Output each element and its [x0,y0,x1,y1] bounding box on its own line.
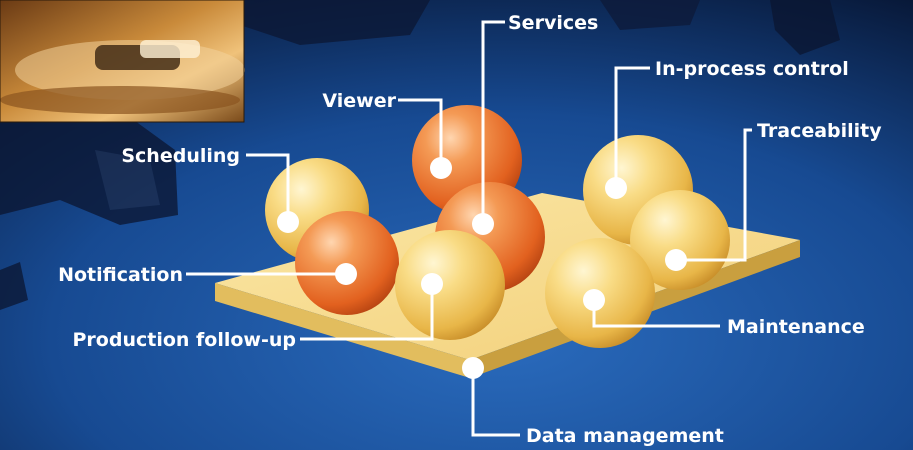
photo-inset [0,0,245,123]
labels: Services In-process control Viewer Trace… [58,12,882,447]
dot-scheduling [277,211,299,233]
label-services: Services [508,12,598,34]
label-scheduling: Scheduling [121,145,240,167]
dot-production-follow-up [421,273,443,295]
connector-production-follow-up [300,284,434,341]
label-notification: Notification [58,264,183,286]
spheres [265,105,730,348]
sphere-traceability [630,190,730,290]
dot-data-management [462,357,484,379]
label-traceability: Traceability [757,120,882,142]
node-dots [277,157,687,379]
label-production-follow-up: Production follow-up [73,329,297,351]
connector-data-management [471,368,520,437]
label-viewer: Viewer [322,90,396,112]
dot-notification [335,263,357,285]
sphere-notification [295,211,399,315]
label-in-process-control: In-process control [655,58,849,80]
dot-traceability [665,249,687,271]
connector-in-process-control [614,66,650,188]
dot-services [472,213,494,235]
connectors [186,20,752,437]
connector-traceability [676,128,752,262]
dot-maintenance [583,289,605,311]
sphere-production-follow-up [395,230,505,340]
dot-in-process-control [605,177,627,199]
dot-viewer [430,157,452,179]
connector-scheduling [246,153,290,222]
label-data-management: Data management [526,425,724,447]
label-maintenance: Maintenance [727,316,865,338]
connector-viewer [398,98,443,168]
connector-services [481,20,505,224]
machinery-silhouette [0,0,840,310]
